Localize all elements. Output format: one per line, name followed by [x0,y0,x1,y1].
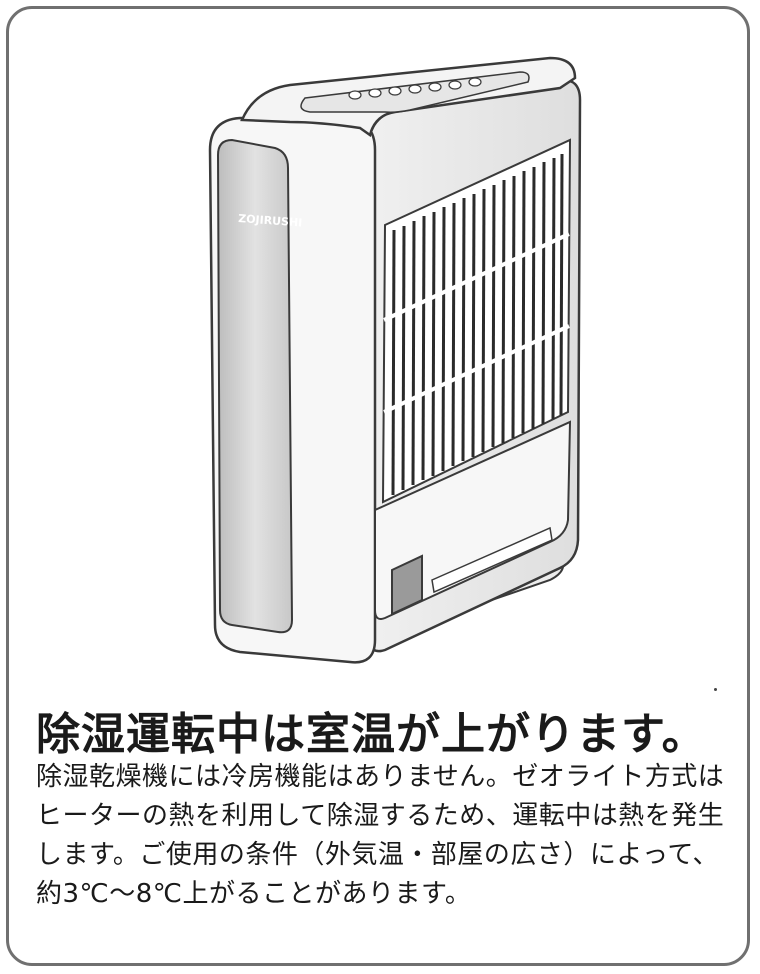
stray-dot [714,688,717,691]
notice-body: 除湿乾燥機には冷房機能はありません。ゼオライト方式はヒーターの熱を利用して除湿す… [36,762,725,909]
vent-grille [391,153,564,496]
dehumidifier-illustration: ZOJIRUSHI [208,56,582,664]
front-panel [216,138,294,634]
brand-logo: ZOJIRUSHI [238,212,303,229]
notice-headline: 除湿運転中は室温が上がります。 [36,709,707,760]
tank-window [391,554,423,616]
control-buttons [348,77,482,100]
